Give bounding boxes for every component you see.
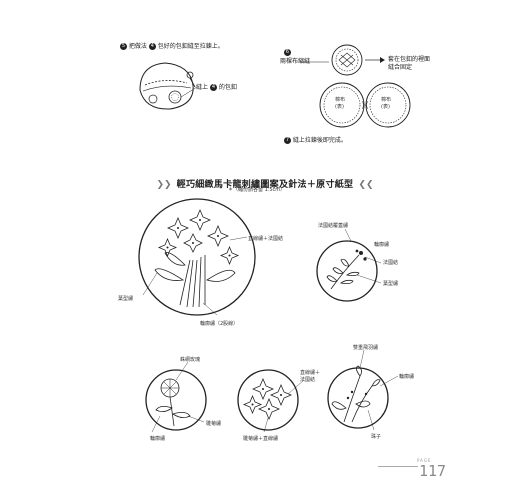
step-7-caption: 7 縫上拉鍊後即完成。 — [284, 137, 347, 144]
small-label-french-knot-outline: 法國結覆蓋繡 — [318, 223, 349, 229]
large-bouquet-pattern — [138, 198, 256, 316]
section-title: 輕巧細緻馬卡龍刺繡圖案及針法＋原寸紙型 — [176, 180, 354, 190]
page-number: 117 — [419, 462, 447, 480]
tulip-label-bead: 珠子 — [371, 434, 382, 440]
fabric-left-sub: (表) — [335, 104, 344, 110]
small-label-leaf: 葉型繡 — [383, 281, 399, 287]
scale-note: ＊（縮份請各留 1.5cm） — [228, 187, 286, 193]
chevron-left-icon: ❮❮ — [358, 180, 374, 190]
step-7-text: 縫上拉鍊後即完成。 — [292, 137, 347, 144]
gathered-fabric-diagram — [300, 44, 385, 76]
large-label-outline: 輪廓繡（2股線） — [200, 321, 239, 327]
rose-label-top: 蛛網玫瑰 — [180, 357, 201, 363]
flowers-label-cross: 直線繡＋ — [300, 370, 321, 376]
step-6-left-label: 兩棵布縮縫 — [280, 58, 311, 65]
rose-label-outline: 輪廓繡 — [150, 436, 166, 442]
page-label: PAGE — [417, 458, 432, 463]
large-label-cross: 直線繡＋法國結 — [248, 236, 284, 242]
step-6-right-label-2: 縫合固定 — [388, 64, 413, 71]
tulip-label-top: 雙重飛羽繡 — [353, 345, 379, 351]
step-6-number: 6 — [284, 49, 291, 56]
rose-pattern — [145, 361, 207, 433]
step-6-marker: 6 — [284, 42, 291, 61]
large-label-leaf: 葉型繡 — [118, 296, 134, 302]
rose-label-daisy: 雛菊繡 — [206, 421, 222, 427]
step-6-right-label-1: 套在包釦的裡面 — [388, 56, 431, 63]
section-heading: ❯❯ 輕巧細緻馬卡龍刺繡圖案及針法＋原寸紙型 ❮❮ — [150, 172, 380, 191]
fabric-left-label: 棉布 — [335, 97, 346, 103]
step-5-callout-text-b: 的包釦 — [218, 84, 237, 91]
step-7-number: 7 — [284, 137, 291, 144]
step-5-inline-number: 4 — [148, 43, 156, 50]
step-5-number: 5 — [120, 43, 127, 50]
small-sprig-pattern — [316, 228, 382, 302]
fabric-right-label: 棉布 — [381, 97, 392, 103]
small-label-outline: 輪廓繡 — [374, 242, 390, 248]
step-5-callout-text: 縫上 — [196, 84, 209, 91]
small-label-french-knot: 法國結 — [383, 260, 399, 266]
tulip-sprig-pattern — [327, 349, 399, 431]
step-5-callout: 縫上 4 的包釦 — [196, 84, 237, 91]
step-5-text-a: 把做法 — [128, 43, 147, 50]
chevron-right-icon: ❯❯ — [156, 180, 172, 190]
flowers-label-cross-2: 法國結 — [300, 377, 316, 383]
zipper-pouch-illustration — [139, 62, 198, 110]
tulip-label-outline: 輪廓繡 — [399, 374, 415, 380]
flowers-label-bottom: 雛菊繡＋直線繡 — [243, 436, 279, 442]
step-5-caption: 5 把做法 4 包好的包釦縫至拉鍊上。 — [120, 43, 224, 50]
fabric-right-sub: (表) — [381, 104, 390, 110]
step-5-text-b: 包好的包釦縫至拉鍊上。 — [157, 43, 224, 50]
page-footer-rule — [378, 466, 418, 467]
two-fabric-circles-diagram — [319, 82, 411, 128]
flower-cluster-pattern — [237, 369, 305, 433]
step-5-callout-number: 4 — [209, 84, 217, 91]
